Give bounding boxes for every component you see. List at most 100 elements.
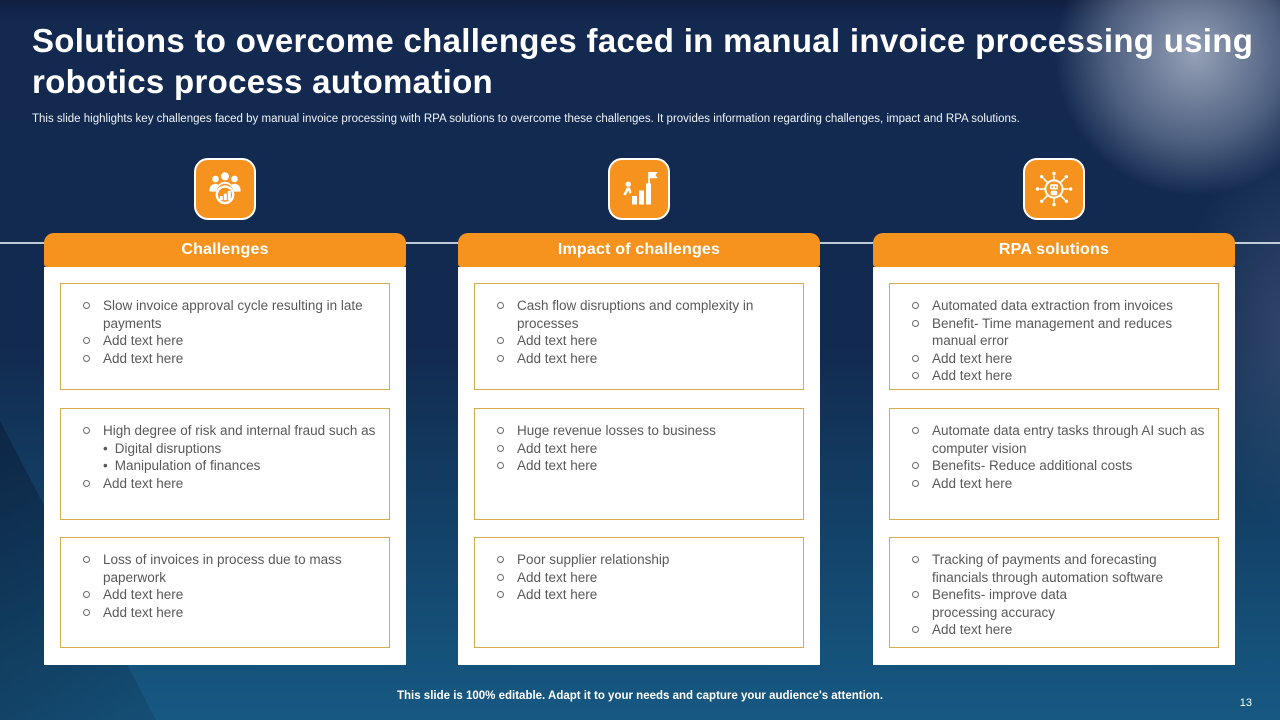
circle-bullet-icon xyxy=(912,354,919,362)
list-item-text: Automate data entry tasks through AI suc… xyxy=(932,423,1205,456)
list-item: Add text here xyxy=(83,586,379,604)
list-item-text: Add text here xyxy=(517,350,598,366)
list-item: Tracking of payments and forecasting fin… xyxy=(912,551,1208,586)
rpa-network-icon-glyph xyxy=(1035,171,1073,207)
circle-bullet-icon xyxy=(83,302,90,309)
list-item-text: Add text here xyxy=(103,333,184,348)
list-item-text: Add text here xyxy=(103,475,184,491)
list-item-text: Loss of invoices in process due to mass … xyxy=(103,552,342,585)
list-item: Poor supplier relationship xyxy=(497,551,793,569)
team-performance-icon-glyph xyxy=(209,172,241,205)
list-item: Huge revenue losses to business xyxy=(497,422,793,440)
list-item-text: Add text here xyxy=(517,569,598,585)
list-item: Add text here xyxy=(83,350,379,368)
text-box: Cash flow disruptions and complexity in … xyxy=(474,283,804,390)
list-item-text: Add text here xyxy=(103,604,184,620)
circle-bullet-icon xyxy=(912,626,919,633)
list-item: Add text here xyxy=(912,367,1208,385)
circle-bullet-icon xyxy=(497,302,504,309)
team-performance-icon xyxy=(194,158,256,220)
list-item-text: Benefit- Time management and reduces man… xyxy=(932,315,1173,349)
growth-goal-icon xyxy=(608,158,670,220)
footer-note: This slide is 100% editable. Adapt it to… xyxy=(396,690,884,702)
circle-bullet-icon xyxy=(497,427,504,434)
circle-bullet-icon xyxy=(83,556,90,563)
list-item-text: Poor supplier relationship xyxy=(517,552,670,567)
circle-bullet-icon xyxy=(912,372,919,379)
text-box: Tracking of payments and forecasting fin… xyxy=(889,537,1219,648)
slide-title: Solutions to overcome challenges faced i… xyxy=(32,22,1254,100)
list-item: Loss of invoices in process due to mass … xyxy=(83,551,379,586)
text-box: Huge revenue losses to business Add text… xyxy=(474,408,804,520)
list-item: Add text here xyxy=(497,350,793,368)
list-item: Add text here xyxy=(83,332,379,350)
column-impact-of-challenges: Impact of challenges Cash flow disruptio… xyxy=(458,0,820,720)
list-item: Add text here xyxy=(912,475,1208,493)
column-header-label: Challenges xyxy=(181,241,269,258)
circle-bullet-icon xyxy=(912,591,919,598)
slide-subtitle: This slide highlights key challenges fac… xyxy=(32,113,1020,125)
column-header-impact: Impact of challenges xyxy=(458,233,820,267)
list-item: Cash flow disruptions and complexity in … xyxy=(497,297,793,332)
list-item-text: Huge revenue losses to business xyxy=(517,423,716,438)
column-panel: Cash flow disruptions and complexity in … xyxy=(458,267,820,665)
column-challenges: Challenges Slow invoice approval cycle r… xyxy=(44,0,406,720)
circle-bullet-icon xyxy=(497,462,504,469)
circle-bullet-icon xyxy=(83,427,90,434)
column-header-label: Impact of challenges xyxy=(557,241,721,258)
list-item: Benefits- improve data processing accura… xyxy=(912,586,1208,621)
column-panel: Automated data extraction from invoices … xyxy=(873,267,1235,665)
circle-bullet-icon xyxy=(912,479,919,487)
list-item-text: Automated data extraction from invoices xyxy=(932,298,1173,313)
text-box: Automated data extraction from invoices … xyxy=(889,283,1219,390)
list-item-text: Add text here xyxy=(517,440,598,456)
text-box: Loss of invoices in process due to mass … xyxy=(60,537,390,648)
column-rpa-solutions: RPA solutions Automated data extraction … xyxy=(873,0,1235,720)
rpa-network-icon xyxy=(1023,158,1085,220)
list-item: Add text here xyxy=(497,569,793,587)
list-item: Add text here xyxy=(497,586,793,604)
text-box: Slow invoice approval cycle resulting in… xyxy=(60,283,390,390)
circle-bullet-icon xyxy=(83,479,90,487)
list-item-text: High degree of risk and internal fraud s… xyxy=(103,423,376,438)
circle-bullet-icon xyxy=(497,556,504,563)
list-item: Add text here xyxy=(912,621,1208,639)
circle-bullet-icon xyxy=(83,591,90,598)
circle-bullet-icon xyxy=(497,354,504,362)
list-item-text: Slow invoice approval cycle resulting in… xyxy=(103,298,363,331)
list-item: Automated data extraction from invoices xyxy=(912,297,1208,315)
text-box: Automate data entry tasks through AI suc… xyxy=(889,408,1219,520)
list-item: Benefit- Time management and reduces man… xyxy=(912,315,1208,350)
circle-bullet-icon xyxy=(912,302,919,309)
list-item: Add text here xyxy=(83,604,379,622)
sub-list-item: Digital disruptions xyxy=(103,440,379,458)
circle-bullet-icon xyxy=(497,573,504,581)
list-item-text: Benefits- improve data processing accura… xyxy=(932,587,1068,620)
list-item: Add text here xyxy=(497,332,793,350)
list-item-text: Add text here xyxy=(932,350,1013,366)
circle-bullet-icon xyxy=(912,462,919,469)
sub-list-item: Manipulation of finances xyxy=(103,457,379,475)
text-box: High degree of risk and internal fraud s… xyxy=(60,408,390,520)
circle-bullet-icon xyxy=(83,608,90,616)
list-item: High degree of risk and internal fraud s… xyxy=(83,422,379,440)
list-item-text: Add text here xyxy=(932,368,1013,383)
list-item-text: Add text here xyxy=(517,458,598,473)
circle-bullet-icon xyxy=(497,591,504,598)
list-item: Slow invoice approval cycle resulting in… xyxy=(83,297,379,332)
column-header-rpa-solutions: RPA solutions xyxy=(873,233,1235,267)
text-box: Poor supplier relationship Add text here… xyxy=(474,537,804,648)
list-item-text: Add text here xyxy=(103,350,184,366)
growth-goal-icon-glyph xyxy=(623,172,658,205)
list-item-text: Cash flow disruptions and complexity in … xyxy=(517,298,754,331)
circle-bullet-icon xyxy=(912,556,919,563)
column-panel: Slow invoice approval cycle resulting in… xyxy=(44,267,406,665)
list-item: Add text here xyxy=(497,457,793,475)
list-item-text: Add text here xyxy=(517,587,598,602)
list-item: Automate data entry tasks through AI suc… xyxy=(912,422,1208,457)
column-header-challenges: Challenges xyxy=(44,233,406,267)
list-item-text: Add text here xyxy=(103,587,184,602)
circle-bullet-icon xyxy=(83,354,90,362)
circle-bullet-icon xyxy=(83,337,90,344)
circle-bullet-icon xyxy=(497,444,504,452)
